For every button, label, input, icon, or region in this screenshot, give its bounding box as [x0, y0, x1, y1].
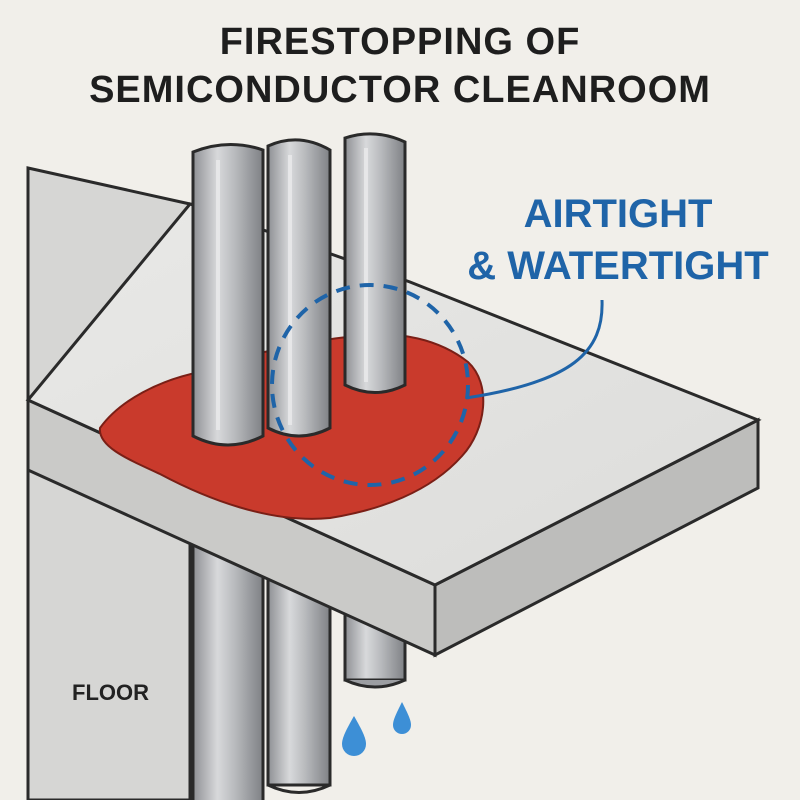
upper-pipe-3	[343, 132, 407, 394]
airtight-callout: AIRTIGHT & WATERTIGHT	[448, 188, 788, 292]
callout-line-2: & WATERTIGHT	[467, 244, 769, 288]
callout-line-1: AIRTIGHT	[523, 192, 713, 236]
upper-pipes	[191, 132, 407, 447]
callout-leader-line	[465, 299, 604, 400]
seal-highlight-circle	[270, 283, 470, 487]
title-line-1: FIRESTOPPING OF	[219, 21, 581, 63]
water-drop-icon	[393, 702, 411, 734]
title-line-2: SEMICONDUCTOR CLEANROOM	[89, 69, 711, 111]
water-drop-icon	[342, 716, 366, 756]
diagram-title: FIRESTOPPING OF SEMICONDUCTOR CLEANROOM	[0, 18, 800, 114]
floor-label: FLOOR	[72, 680, 149, 705]
upper-pipe-1	[191, 142, 265, 447]
lower-pipe-2-bottom	[267, 783, 331, 794]
upper-pipe-2	[266, 138, 332, 438]
lower-pipe-3-bottom	[344, 678, 406, 689]
